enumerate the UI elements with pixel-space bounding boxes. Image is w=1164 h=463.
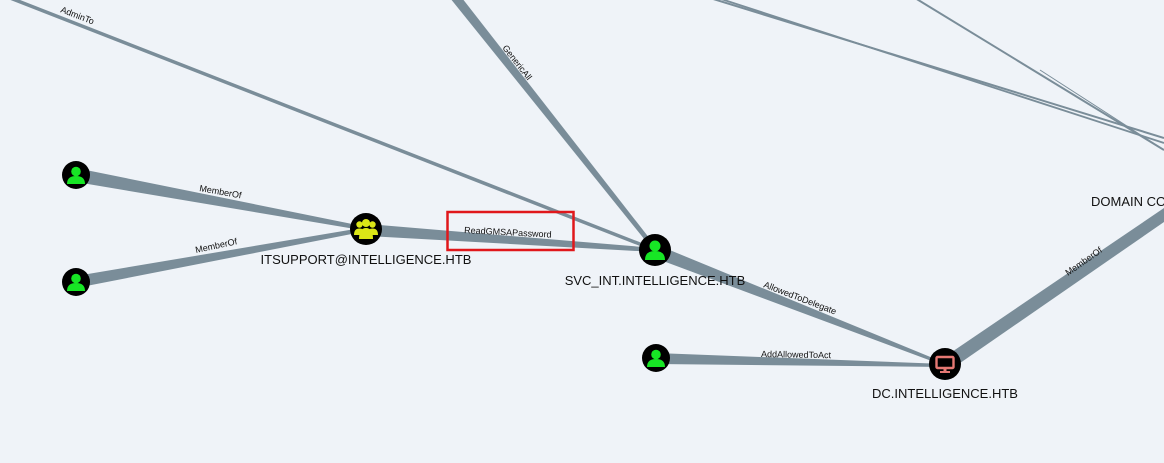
edge-top-right-3 <box>916 0 1164 151</box>
user-node[interactable] <box>62 161 90 189</box>
user-node[interactable] <box>642 344 670 372</box>
user-icon <box>647 349 665 367</box>
user-icon <box>67 273 85 291</box>
edge-member-of-dc[interactable] <box>940 208 1164 370</box>
node-label-dc: DC.INTELLIGENCE.HTB <box>872 386 1018 401</box>
edge-add-allowed-to-act[interactable] <box>656 353 945 367</box>
edge-admin-to[interactable] <box>0 0 656 252</box>
edge-top-right-2 <box>721 0 1164 144</box>
computer-node-dc[interactable] <box>929 348 961 380</box>
group-icon <box>354 219 378 239</box>
user-node-svc-int[interactable] <box>639 234 671 266</box>
group-node-itsupport[interactable] <box>350 213 382 245</box>
edge-allowed-to-delegate[interactable] <box>655 244 945 366</box>
edge-member-of-b[interactable] <box>76 227 367 288</box>
user-icon <box>67 166 85 184</box>
highlight-box <box>446 210 575 252</box>
node-label-domain-controllers: DOMAIN CO <box>1091 194 1164 209</box>
edge-top-right-1 <box>713 0 1164 139</box>
edges <box>0 0 1164 370</box>
computer-icon <box>935 355 955 373</box>
edge-read-gmsa-password[interactable] <box>367 224 655 252</box>
user-node[interactable] <box>62 268 90 296</box>
node-label-svc-int: SVC_INT.INTELLIGENCE.HTB <box>565 273 746 288</box>
edge-generic-all[interactable] <box>450 0 657 250</box>
edge-labels: AdminTo GenericAll MemberOf MemberOf Rea… <box>59 5 1104 361</box>
edge-label-add-allowed-to-act: AddAllowedToAct <box>761 349 832 360</box>
edge-top-right-4 <box>1039 69 1164 151</box>
node-label-itsupport: ITSUPPORT@INTELLIGENCE.HTB <box>261 252 472 267</box>
user-icon <box>645 240 665 260</box>
edge-member-of-a[interactable] <box>76 168 367 231</box>
edge-label-read-gmsa-password: ReadGMSAPassword <box>464 225 552 240</box>
